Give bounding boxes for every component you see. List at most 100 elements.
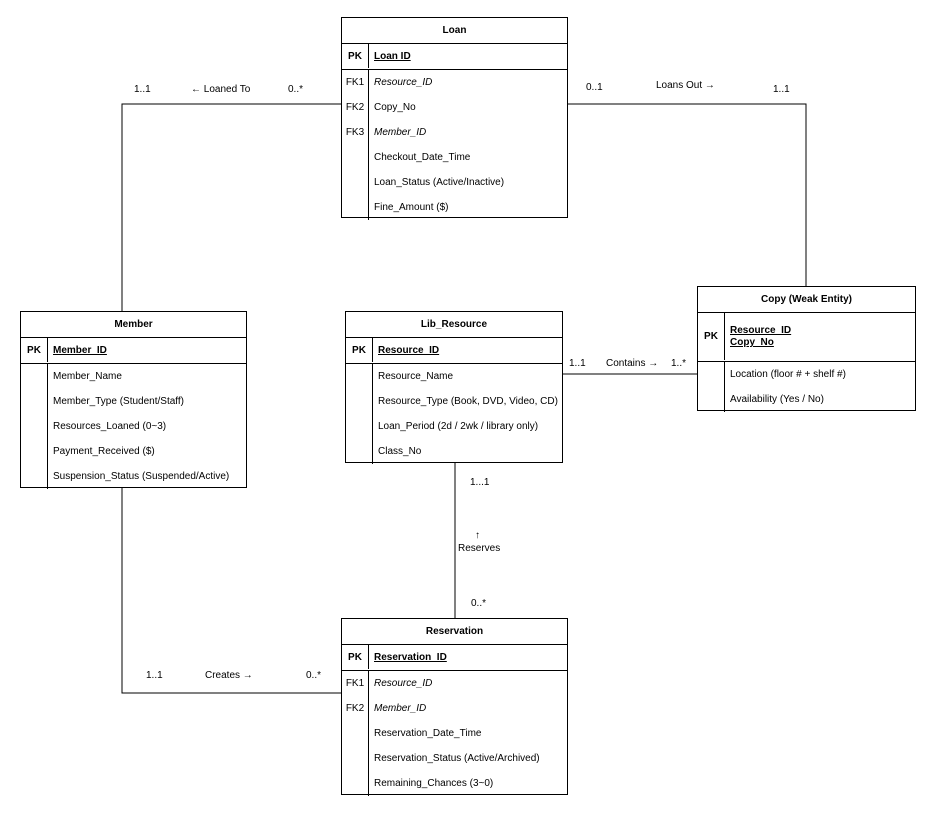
attribute-row: Location (floor # + shelf #) [698, 362, 915, 387]
entity-title: Reservation [342, 619, 567, 645]
loans-out-label: Loans Out → [656, 80, 715, 91]
entity-copy[interactable]: Copy (Weak Entity) PK Resource_ID Copy_N… [697, 286, 916, 412]
entity-member[interactable]: Member PK Member_ID Member_Name Member_T… [20, 311, 247, 489]
pk-label: PK [352, 345, 366, 356]
attribute-name: Resource_ID [374, 678, 433, 689]
primary-key-row: PK Reservation_ID [342, 645, 567, 671]
contains-label: Contains → [606, 358, 659, 369]
entity-lib-resource[interactable]: Lib_Resource PK Resource_ID Resource_Nam… [345, 311, 563, 464]
entity-loan[interactable]: Loan PK Loan ID FK1 Resource_ID FK2 Copy_N… [341, 17, 568, 220]
attribute-row: FK1 Resource_ID [342, 671, 567, 696]
attribute-name: Fine_Amount ($) [374, 202, 449, 213]
attribute-row: Payment_Received ($) [21, 439, 246, 464]
loans-out-copy-cardinality: 1..1 [773, 84, 790, 95]
attribute-name: Checkout_Date_Time [374, 152, 471, 163]
attribute-name: Member_ID [374, 703, 427, 714]
attribute-name: Class_No [378, 446, 422, 457]
primary-key-row: PK Resource_ID Copy_No [698, 313, 915, 362]
fk-label: FK2 [345, 703, 365, 714]
attribute-row: Loan_Status (Active/Inactive) [342, 170, 567, 195]
key-column-divider [346, 364, 373, 464]
key-column-divider [342, 644, 369, 669]
reserves-label: Reserves [458, 543, 501, 554]
attributes-section: Resource_Name Resource_Type (Book, DVD, … [346, 364, 562, 464]
attribute-row: FK2 Member_ID [342, 696, 567, 721]
attribute-name: Location (floor # + shelf #) [730, 369, 846, 380]
key-column-divider [342, 43, 369, 68]
key-column-divider [346, 337, 373, 362]
reserves-arrow-icon: ↑ [475, 530, 480, 541]
attribute-name: Reservation_Status (Active/Archived) [374, 753, 540, 764]
loaned-to-member-cardinality: 1..1 [134, 84, 151, 95]
attribute-name: Resource_ID [374, 77, 433, 88]
attribute-row: Suspension_Status (Suspended/Active) [21, 464, 246, 489]
entity-title: Copy (Weak Entity) [698, 287, 915, 313]
key-column-divider [698, 362, 725, 412]
primary-key-field: Copy_No [730, 337, 774, 348]
attribute-name: Resource_Type (Book, DVD, Video, CD) [378, 396, 558, 407]
primary-key-row: PK Member_ID [21, 338, 246, 364]
attribute-name: Loan_Status (Active/Inactive) [374, 177, 505, 188]
attribute-row: Resources_Loaned (0~3) [21, 414, 246, 439]
attribute-name: Member_ID [374, 127, 427, 138]
attribute-name: Reservation_Date_Time [374, 728, 482, 739]
pk-label: PK [27, 345, 41, 356]
loans-out-loan-cardinality: 0..1 [586, 82, 603, 93]
attribute-name: Suspension_Status (Suspended/Active) [53, 471, 230, 482]
primary-key-field: Loan ID [374, 51, 411, 62]
primary-key-row: PK Loan ID [342, 44, 567, 70]
pk-label: PK [348, 652, 362, 663]
loans-out-line [567, 103, 807, 286]
fk-label: FK2 [345, 102, 365, 113]
primary-key-field: Reservation_ID [374, 652, 447, 663]
pk-label: PK [704, 331, 718, 342]
attribute-row: Resource_Name [346, 364, 562, 389]
attribute-row: Fine_Amount ($) [342, 195, 567, 220]
attribute-row: Resource_Type (Book, DVD, Video, CD) [346, 389, 562, 414]
attribute-row: Reservation_Date_Time [342, 721, 567, 746]
attribute-name: Member_Name [53, 371, 122, 382]
entity-title: Loan [342, 18, 567, 44]
attributes-section: Location (floor # + shelf #) Availabilit… [698, 362, 915, 412]
creates-reservation-cardinality: 0..* [306, 670, 322, 681]
attribute-row: Remaining_Chances (3~0) [342, 771, 567, 796]
key-column-divider [342, 70, 369, 220]
contains-copy-cardinality: 1..* [671, 358, 687, 369]
fk-label: FK1 [345, 77, 365, 88]
fk-label: FK3 [345, 127, 365, 138]
attribute-row: Member_Name [21, 364, 246, 389]
attribute-row: Availability (Yes / No) [698, 387, 915, 412]
attribute-name: Resource_Name [378, 371, 454, 382]
attribute-row: Class_No [346, 439, 562, 464]
primary-key-field: Resource_ID [730, 325, 792, 336]
loaned-to-loan-cardinality: 0..* [288, 84, 304, 95]
attribute-name: Member_Type (Student/Staff) [53, 396, 184, 407]
primary-key-field: Resource_ID [378, 345, 440, 356]
attribute-name: Remaining_Chances (3~0) [374, 778, 494, 789]
attributes-section: FK1 Resource_ID FK2 Copy_No FK3 Member_ID C… [342, 70, 567, 220]
key-column-divider [21, 337, 48, 362]
attribute-row: FK3 Member_ID [342, 120, 567, 145]
entity-title: Lib_Resource [346, 312, 562, 338]
attribute-name: Copy_No [374, 102, 416, 113]
attributes-section: FK1 Resource_ID FK2 Member_ID Reservation_… [342, 671, 567, 796]
reserves-resource-cardinality: 1...1 [470, 477, 490, 488]
fk-label: FK1 [345, 678, 365, 689]
entity-reservation[interactable]: Reservation PK Reservation_ID FK1 Resourc… [341, 618, 568, 796]
reserves-reservation-cardinality: 0..* [471, 598, 487, 609]
attribute-row: FK2 Copy_No [342, 95, 567, 120]
attribute-row: Member_Type (Student/Staff) [21, 389, 246, 414]
entity-title: Member [21, 312, 246, 338]
key-column-divider [342, 671, 369, 796]
primary-key-row: PK Resource_ID [346, 338, 562, 364]
creates-line [121, 488, 341, 694]
pk-label: PK [348, 51, 362, 62]
attribute-row: Loan_Period (2d / 2wk / library only) [346, 414, 562, 439]
attribute-name: Availability (Yes / No) [730, 394, 824, 405]
attribute-row: FK1 Resource_ID [342, 70, 567, 95]
attributes-section: Member_Name Member_Type (Student/Staff) … [21, 364, 246, 489]
attribute-name: Payment_Received ($) [53, 446, 155, 457]
attribute-name: Resources_Loaned (0~3) [53, 421, 167, 432]
primary-key-field: Member_ID [53, 345, 107, 356]
